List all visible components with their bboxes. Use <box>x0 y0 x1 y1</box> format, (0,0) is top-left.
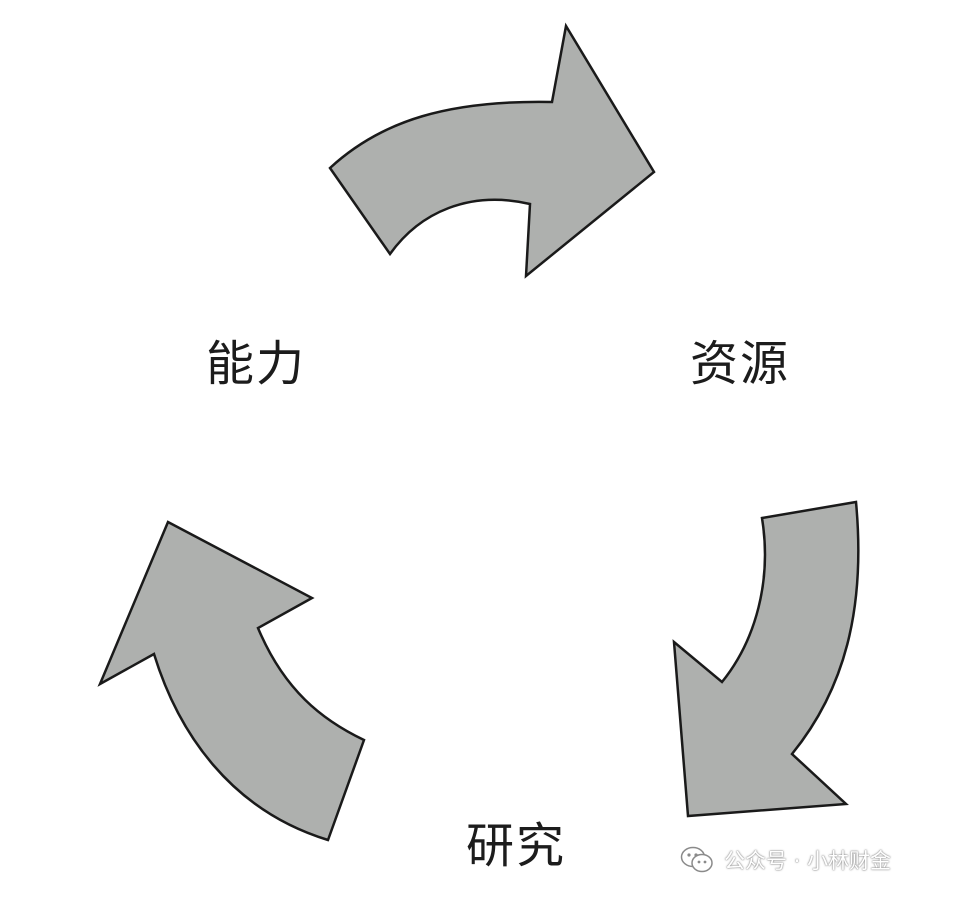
watermark-text: 公众号 · 小林财金 <box>724 849 892 873</box>
watermark: 公众号 · 小林财金 <box>680 842 891 878</box>
arrow-research-to-ability <box>97 520 366 842</box>
wechat-icon <box>680 846 714 874</box>
arrow-resources-to-research <box>672 500 860 818</box>
node-label-ability: 能力 <box>206 336 307 392</box>
node-label-resources: 资源 <box>690 336 791 392</box>
node-label-research: 研究 <box>466 818 567 874</box>
arrow-ability-to-resources <box>328 22 656 279</box>
